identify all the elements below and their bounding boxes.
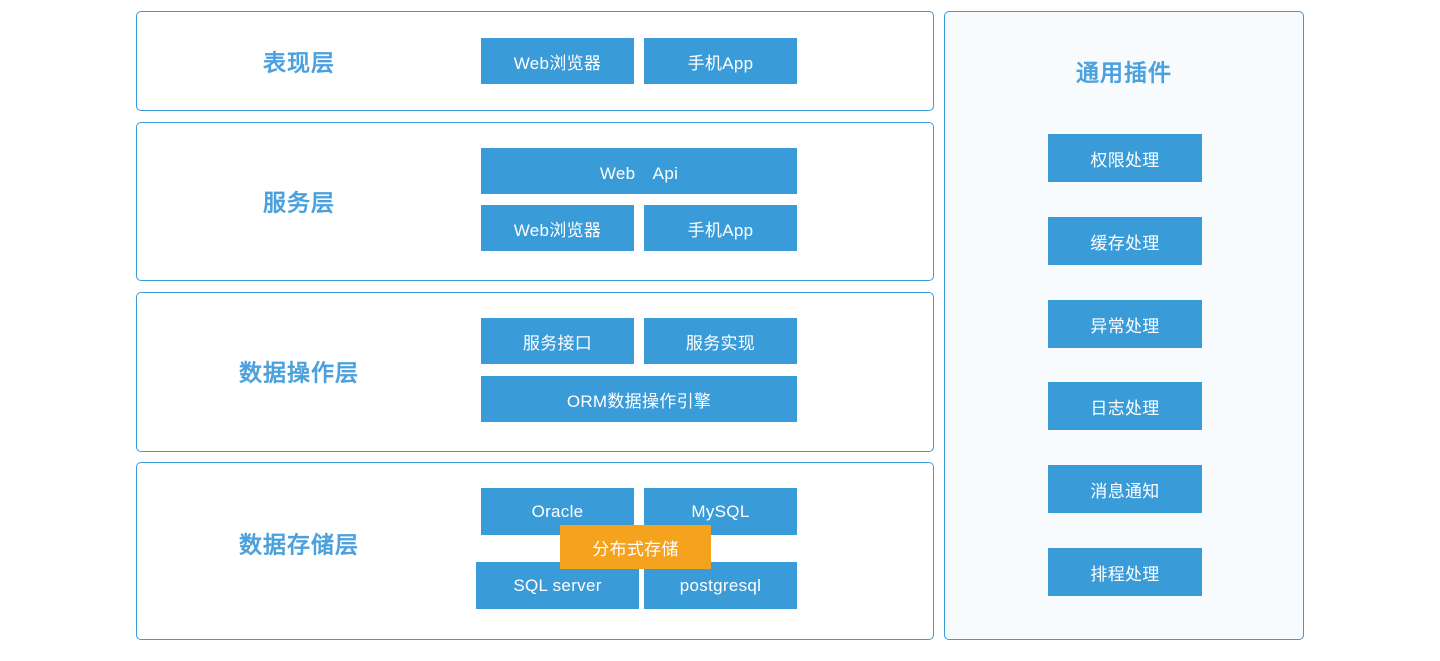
node-data-operation-1[interactable]: 服务实现 (644, 318, 797, 364)
layer-title-service: 服务层 (263, 189, 335, 216)
plugin-item-5[interactable]: 排程处理 (1048, 548, 1202, 596)
plugin-item-0[interactable]: 权限处理 (1048, 134, 1202, 182)
node-service-1[interactable]: Web浏览器 (481, 205, 634, 251)
node-service-0[interactable]: Web Api (481, 148, 797, 194)
plugin-item-4[interactable]: 消息通知 (1048, 465, 1202, 513)
node-data-storage-3[interactable]: postgresql (644, 562, 797, 609)
accent-node-data-storage-4[interactable]: 分布式存储 (560, 525, 711, 569)
node-data-storage-1[interactable]: MySQL (644, 488, 797, 535)
layer-title-data-storage: 数据存储层 (239, 531, 359, 558)
layer-title-data-operation: 数据操作层 (239, 359, 359, 386)
node-service-2[interactable]: 手机App (644, 205, 797, 251)
plugin-panel-title: 通用插件 (1076, 59, 1172, 86)
plugin-item-1[interactable]: 缓存处理 (1048, 217, 1202, 265)
node-presentation-1[interactable]: 手机App (644, 38, 797, 84)
node-data-storage-2[interactable]: SQL server (476, 562, 639, 609)
node-data-operation-2[interactable]: ORM数据操作引擎 (481, 376, 797, 422)
layer-panel-service (136, 122, 934, 281)
layer-title-presentation: 表现层 (263, 49, 335, 76)
plugin-item-2[interactable]: 异常处理 (1048, 300, 1202, 348)
node-data-operation-0[interactable]: 服务接口 (481, 318, 634, 364)
plugin-item-3[interactable]: 日志处理 (1048, 382, 1202, 430)
node-presentation-0[interactable]: Web浏览器 (481, 38, 634, 84)
